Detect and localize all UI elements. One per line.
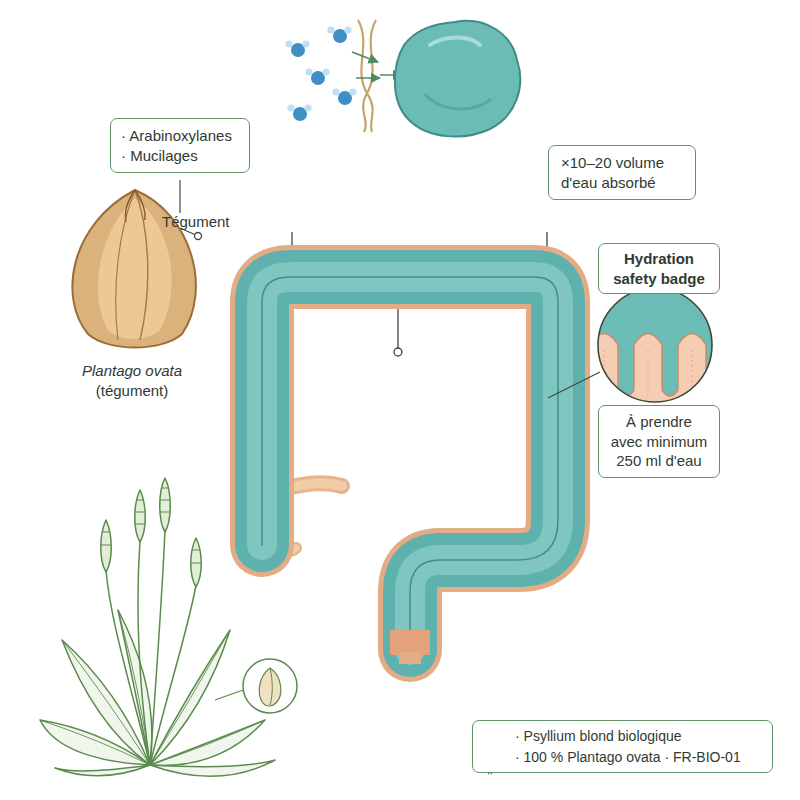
plant-illustration [55,765,150,776]
fiber-strand [358,20,376,132]
water-molecule [344,26,351,33]
gel-blob [395,21,520,137]
mucosa-zoom [590,285,722,410]
water-molecule [305,68,312,75]
box-text: À prendre avec minimum 250 ml d'eau [609,412,709,471]
colon-illustration [262,277,558,650]
box-text: ×10–20 volume d'eau absorbé [561,153,683,192]
seed-illustration [135,190,148,340]
seed-magnifier [259,668,281,706]
seed-magnifier [270,668,272,705]
part-label: Tégument [162,213,230,232]
mucosa-zoom [604,350,692,400]
plant-illustration [40,610,265,765]
box-text: · Arabinoxylanes [121,126,239,146]
seed-illustration [98,198,172,339]
plant-illustration [101,520,112,572]
gel-blob [425,95,490,109]
plant-illustration [40,478,275,776]
box-text-line: · 100 % Plantago ovata · FR-BIO-01 [515,748,764,766]
plant-illustration [101,488,201,563]
seed-magnifier [215,659,297,713]
gel-blob [430,38,480,46]
gel-blob [395,21,520,137]
mucosa-zoom [598,288,712,402]
water-molecule [287,104,294,111]
plant-illustration [135,490,146,542]
safety-badge-box: Hydration safety badge [598,243,720,294]
colon-illustration [262,277,558,650]
water-molecule [285,40,292,47]
colon-illustration [390,630,430,655]
leader-line [179,180,180,213]
leader-dot [394,348,402,356]
leader-dot [195,233,202,240]
water-molecule [304,104,311,111]
water-molecule [349,88,356,95]
colon-illustration [399,652,421,664]
seed-magnifier [243,659,297,713]
absorption-callout: ×10–20 volume d'eau absorbé [548,145,696,200]
water-molecule [322,68,329,75]
bracket [292,232,547,247]
colon-illustration [262,277,558,650]
water-molecule [285,26,356,121]
species-label: Plantago ovata [82,362,182,381]
box-text-line: · Mucilages [121,146,239,166]
water-molecule [332,88,339,95]
dosage-note-box: À prendre avec minimum 250 ml d'eau [598,405,720,478]
component-list-box: · Arabinoxylanes· Mucilages [110,118,250,173]
fiber-strand [363,20,376,132]
mucosa-zoom [590,334,722,411]
part-label: (tégument) [96,382,169,401]
box-text: Hydration safety badge [607,249,711,288]
plant-illustration [150,760,275,776]
colon-illustration [262,277,558,664]
certification-badge: · Psyllium blond biologique · 100 % Plant… [472,720,773,773]
plant-illustration [160,478,171,532]
mucosa-zoom [590,285,722,410]
absorption-arrow [352,52,378,62]
leader-line [548,372,600,398]
absorption-arrow [356,77,380,79]
water-molecule [302,40,309,47]
seed-illustration [125,190,145,222]
box-text: · Psyllium blond biologique [515,727,764,745]
plant-illustration [106,530,196,765]
water-molecule [327,26,334,33]
colon-illustration [262,277,558,650]
plant-illustration [40,720,150,765]
seed-magnifier [215,690,243,700]
